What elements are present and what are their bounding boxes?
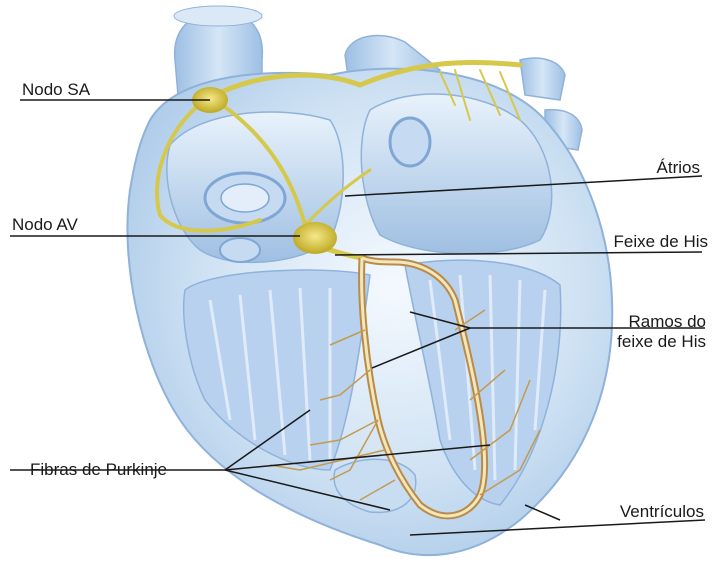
label-purkinje-fibers: Fibras de Purkinje [30,460,167,480]
av-node [293,222,337,254]
label-ventricles: Ventrículos [620,502,704,522]
label-av-node: Nodo AV [12,215,78,235]
label-his-bundle: Feixe de His [614,232,708,252]
label-atria: Átrios [657,158,700,178]
label-sa-node: Nodo SA [22,80,90,100]
label-bundle-branches-line1: Ramos do [617,312,706,332]
label-bundle-branches-line2: feixe de His [617,332,706,352]
label-bundle-branches: Ramos do feixe de His [617,312,706,352]
leader-ventricles-b [525,505,560,520]
